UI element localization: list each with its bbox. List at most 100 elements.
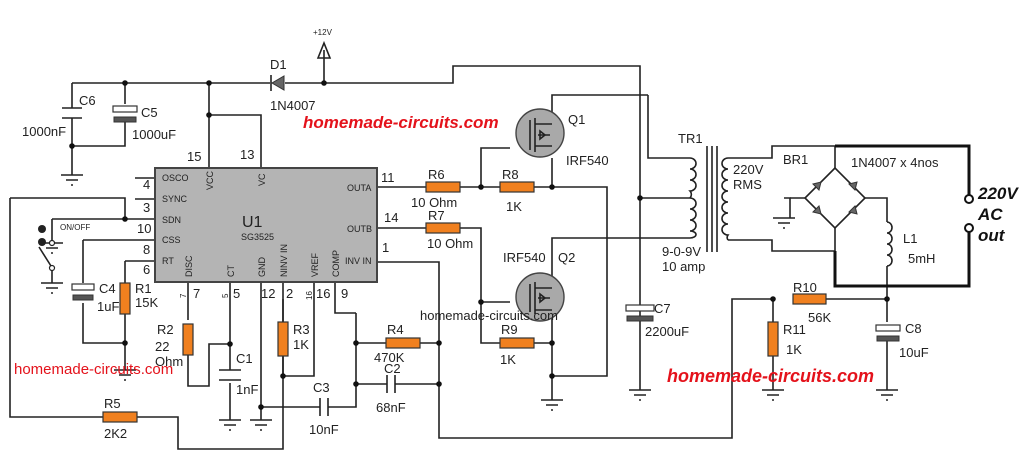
- pin-num-8: 8: [143, 242, 150, 257]
- r6-ref: R6: [428, 167, 445, 182]
- r5-value: 2K2: [104, 426, 127, 441]
- resistor-r4: R4 470K: [374, 322, 421, 365]
- pin-num-15: 15: [187, 149, 201, 164]
- resistor-r10: R10 56K: [792, 280, 831, 325]
- pin-num-14: 14: [384, 210, 398, 225]
- resistor-r5: R5 2K2: [102, 396, 138, 441]
- pin-name-rt: RT: [162, 256, 174, 266]
- terminal-icon[interactable]: [964, 223, 974, 233]
- q2-value: IRF540: [503, 250, 546, 265]
- capacitor-c7: C7 2200uF: [625, 301, 689, 339]
- d1-value: 1N4007: [270, 98, 316, 113]
- tr1-primary: 9-0-9V: [662, 244, 701, 259]
- pin-num-4: 4: [143, 177, 150, 192]
- pin-name-ct: CT: [226, 265, 236, 277]
- pin-small-7: 7: [179, 293, 188, 298]
- resistor-r7: R7 10 Ohm: [425, 208, 473, 251]
- output-label-1: 220V: [977, 184, 1019, 203]
- terminal-icon[interactable]: [964, 194, 974, 204]
- ic-u1: U1 SG3525 OSCO SYNC SDN CSS RT 4 3 10 8 …: [137, 147, 398, 301]
- br1-ref: BR1: [783, 152, 808, 167]
- diode-d1: D1 1N4007: [270, 57, 316, 113]
- pin-name-sdn: SDN: [162, 215, 181, 225]
- resistor-r8: R8 1K: [499, 167, 535, 214]
- on-off-switch[interactable]: ON/OFF: [38, 223, 90, 283]
- r2-ref: R2: [157, 322, 174, 337]
- tr1-secondary2: RMS: [733, 177, 762, 192]
- ground-icon: [629, 389, 651, 401]
- ground-icon: [114, 369, 136, 381]
- pin-num-1: 1: [382, 240, 389, 255]
- r8-value: 1K: [506, 199, 522, 214]
- pin-name-outa: OUTA: [347, 183, 371, 193]
- capacitor-c4: C4 1uF: [71, 281, 119, 314]
- resistor-r11: R11 1K: [767, 321, 806, 357]
- r3-value: 1K: [293, 337, 309, 352]
- transformer-tr1: TR1 220V RMS 9-0-9V 10 amp: [662, 131, 764, 274]
- r7-ref: R7: [428, 208, 445, 223]
- r10-value: 56K: [808, 310, 831, 325]
- pin-name-vref: VREF: [310, 252, 320, 277]
- c4-ref: C4: [99, 281, 116, 296]
- pin-num-6: 6: [143, 262, 150, 277]
- pin-num-13: 13: [240, 147, 254, 162]
- r4-value: 470K: [374, 350, 405, 365]
- c5-ref: C5: [141, 105, 158, 120]
- ic-part: SG3525: [241, 232, 274, 242]
- pin-name-css: CSS: [162, 235, 181, 245]
- c3-ref: C3: [313, 380, 330, 395]
- pin-num-12: 12: [261, 286, 275, 301]
- mosfet-q2: IRF540 Q2: [503, 250, 575, 322]
- c1-value: 1nF: [236, 382, 258, 397]
- switch-label: ON/OFF: [60, 223, 90, 232]
- ground-icon: [219, 419, 241, 431]
- pin-num-16: 16: [316, 286, 330, 301]
- ic-ref: U1: [242, 214, 263, 231]
- output-label-3: out: [978, 226, 1006, 245]
- tr1-secondary: 220V: [733, 162, 764, 177]
- ground-icon: [41, 282, 63, 294]
- junctions: [69, 80, 890, 410]
- pin-name-outb: OUTB: [347, 224, 372, 234]
- resistor-r9: R9 1K: [499, 322, 535, 367]
- c6-ref: C6: [79, 93, 96, 108]
- d1-ref: D1: [270, 57, 287, 72]
- capacitor-c6: C6 1000nF: [22, 93, 96, 139]
- r7-value: 10 Ohm: [427, 236, 473, 251]
- pin-num-3: 3: [143, 200, 150, 215]
- r6-value: 10 Ohm: [411, 195, 457, 210]
- ground-icon: [250, 419, 272, 431]
- ground-icon: [876, 389, 898, 401]
- c8-ref: C8: [905, 321, 922, 336]
- ac-output-terminals[interactable]: 220V AC out: [964, 178, 1019, 245]
- c1-ref: C1: [236, 351, 253, 366]
- tr1-primary2: 10 amp: [662, 259, 705, 274]
- resistor-r3: R3 1K: [277, 321, 310, 357]
- pin-name-vcc: VCC: [205, 170, 215, 190]
- pin-num-7: 7: [193, 286, 200, 301]
- c3-value: 10nF: [309, 422, 339, 437]
- watermark: homemade-circuits.com: [667, 366, 874, 386]
- c5-value: 1000uF: [132, 127, 176, 142]
- watermark: homemade-circuits.com: [303, 113, 499, 132]
- q1-ref: Q1: [568, 112, 585, 127]
- capacitor-c2: C2 68nF: [376, 361, 406, 415]
- c7-ref: C7: [654, 301, 671, 316]
- pin-name-comp: COMP: [331, 250, 341, 277]
- r11-ref: R11: [783, 322, 806, 337]
- ground-icon: [762, 389, 784, 401]
- q2-ref: Q2: [558, 250, 575, 265]
- resistor-r1: R1 15K: [119, 281, 158, 315]
- pin-small-5: 5: [221, 293, 230, 298]
- r10-ref: R10: [793, 280, 817, 295]
- pin-name-ninv-in: NINV IN: [279, 244, 289, 277]
- watermark: homemade-circuits.com: [420, 308, 558, 323]
- output-loop: [833, 144, 971, 288]
- br1-value: 1N4007 x 4nos: [851, 155, 939, 170]
- c2-value: 68nF: [376, 400, 406, 415]
- r3-ref: R3: [293, 322, 310, 337]
- pin-name-osco: OSCO: [162, 173, 189, 183]
- watermark: homemade-circuits.com: [14, 361, 173, 378]
- l1-value: 5mH: [908, 251, 935, 266]
